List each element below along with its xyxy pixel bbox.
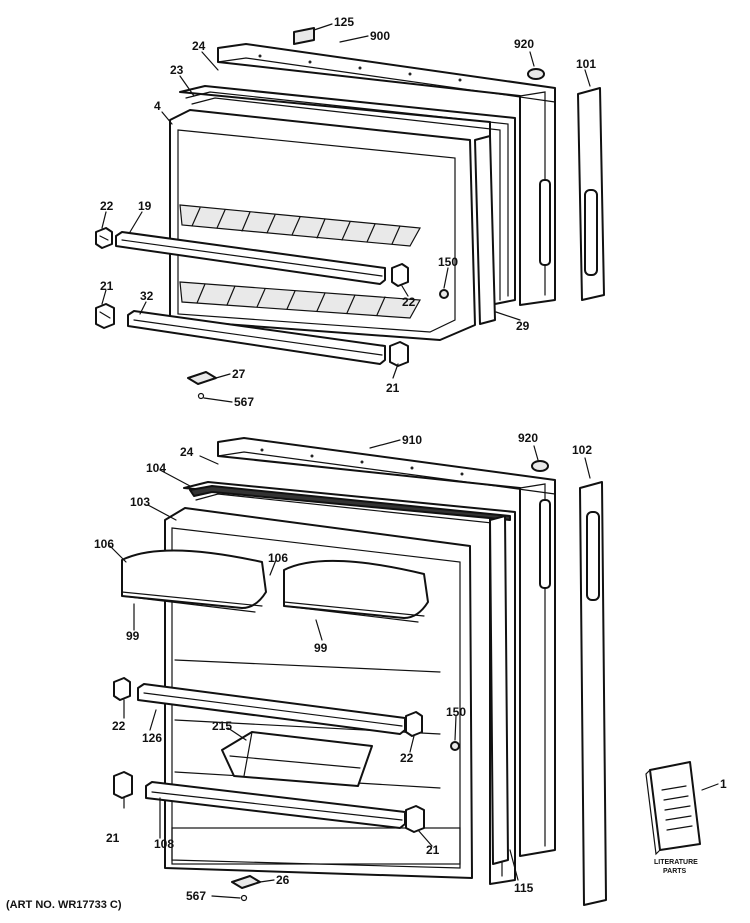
part-900-outer-door xyxy=(217,43,556,306)
label-19: 19 xyxy=(138,199,152,213)
part-1-literature xyxy=(645,761,701,856)
part-920-plug xyxy=(527,68,545,80)
label-27: 27 xyxy=(232,367,246,381)
part-22-end-cap-right-lower xyxy=(405,711,423,737)
label-29: 29 xyxy=(516,319,530,333)
label-23: 23 xyxy=(170,63,184,77)
part-32-shelf-bar xyxy=(127,310,386,365)
label-125: 125 xyxy=(334,15,354,29)
label-21-left-lower: 21 xyxy=(106,831,120,845)
label-102: 102 xyxy=(572,443,592,457)
part-920-plug-lower xyxy=(531,460,549,472)
label-4: 4 xyxy=(154,99,161,113)
label-1: 1 xyxy=(720,777,727,791)
part-125-nameplate xyxy=(293,27,315,45)
label-150: 150 xyxy=(438,255,458,269)
part-567-screw xyxy=(197,392,205,400)
label-21-right-lower: 21 xyxy=(426,843,440,857)
part-101-door-handle xyxy=(577,87,605,301)
literature-label-line2: PARTS xyxy=(663,868,687,875)
label-22-left-lower: 22 xyxy=(112,719,126,733)
art-number: (ART NO. WR17733 C) xyxy=(6,899,122,911)
part-26-hinge-cap xyxy=(231,875,261,889)
label-106-left: 106 xyxy=(94,537,114,551)
label-106-right: 106 xyxy=(268,551,288,565)
part-21-end-cap-left-lower xyxy=(113,771,133,799)
part-910-outer-door xyxy=(217,437,556,857)
part-22-shelf-end-cap-left xyxy=(95,227,113,249)
label-21-right: 21 xyxy=(386,381,400,395)
part-4-inner-door-liner xyxy=(169,109,476,341)
label-910: 910 xyxy=(402,433,422,447)
label-126: 126 xyxy=(142,731,162,745)
label-900: 900 xyxy=(370,29,390,43)
part-102-door-handle xyxy=(579,481,607,906)
part-106-door-bin-left xyxy=(121,549,267,613)
label-24: 24 xyxy=(192,39,206,53)
label-103: 103 xyxy=(130,495,150,509)
label-150-lower: 150 xyxy=(446,705,466,719)
part-21-end-cap-right-lower xyxy=(405,805,425,833)
label-24-lower: 24 xyxy=(180,445,194,459)
part-27-hinge-cap xyxy=(187,371,217,385)
label-99-left: 99 xyxy=(126,629,140,643)
part-22-end-cap-left-lower xyxy=(113,677,131,701)
label-22-right-lower: 22 xyxy=(400,751,414,765)
label-22-right: 22 xyxy=(402,295,416,309)
label-99-right: 99 xyxy=(314,641,328,655)
part-567-screw-lower xyxy=(240,894,248,902)
part-150-screw-lower xyxy=(450,741,460,751)
part-29-seal xyxy=(474,135,496,325)
label-22-left: 22 xyxy=(100,199,114,213)
part-22-shelf-end-cap-right xyxy=(391,263,409,287)
label-21-left: 21 xyxy=(100,279,114,293)
label-32: 32 xyxy=(140,289,154,303)
label-115: 115 xyxy=(514,881,534,895)
label-26: 26 xyxy=(276,873,290,887)
part-215-dairy-bin xyxy=(221,731,373,787)
freezer-door-assembly: 125 900 920 101 24 23 4 22 19 150 22 29 … xyxy=(95,15,605,409)
label-567-top: 567 xyxy=(234,395,254,409)
label-920: 920 xyxy=(514,37,534,51)
part-115-seal xyxy=(489,515,509,865)
part-24-23-gasket xyxy=(179,85,516,306)
part-21-shelf-end-cap-right xyxy=(389,341,409,367)
part-150-screw xyxy=(439,289,449,299)
label-567-lower: 567 xyxy=(186,889,206,903)
literature-label-line1: LITERATURE xyxy=(654,859,698,866)
label-101: 101 xyxy=(576,57,596,71)
bottom-leader-lines xyxy=(109,439,719,899)
label-920-lower: 920 xyxy=(518,431,538,445)
part-19-shelf-bar xyxy=(115,231,386,285)
part-21-shelf-end-cap-left xyxy=(95,303,115,329)
part-106-door-bin-right xyxy=(283,559,429,623)
label-215: 215 xyxy=(212,719,232,733)
label-108: 108 xyxy=(154,837,174,851)
label-104: 104 xyxy=(146,461,166,475)
top-leader-lines xyxy=(101,23,591,403)
fresh-food-door-assembly: 910 920 102 24 104 103 106 106 99 99 22 … xyxy=(6,431,727,911)
